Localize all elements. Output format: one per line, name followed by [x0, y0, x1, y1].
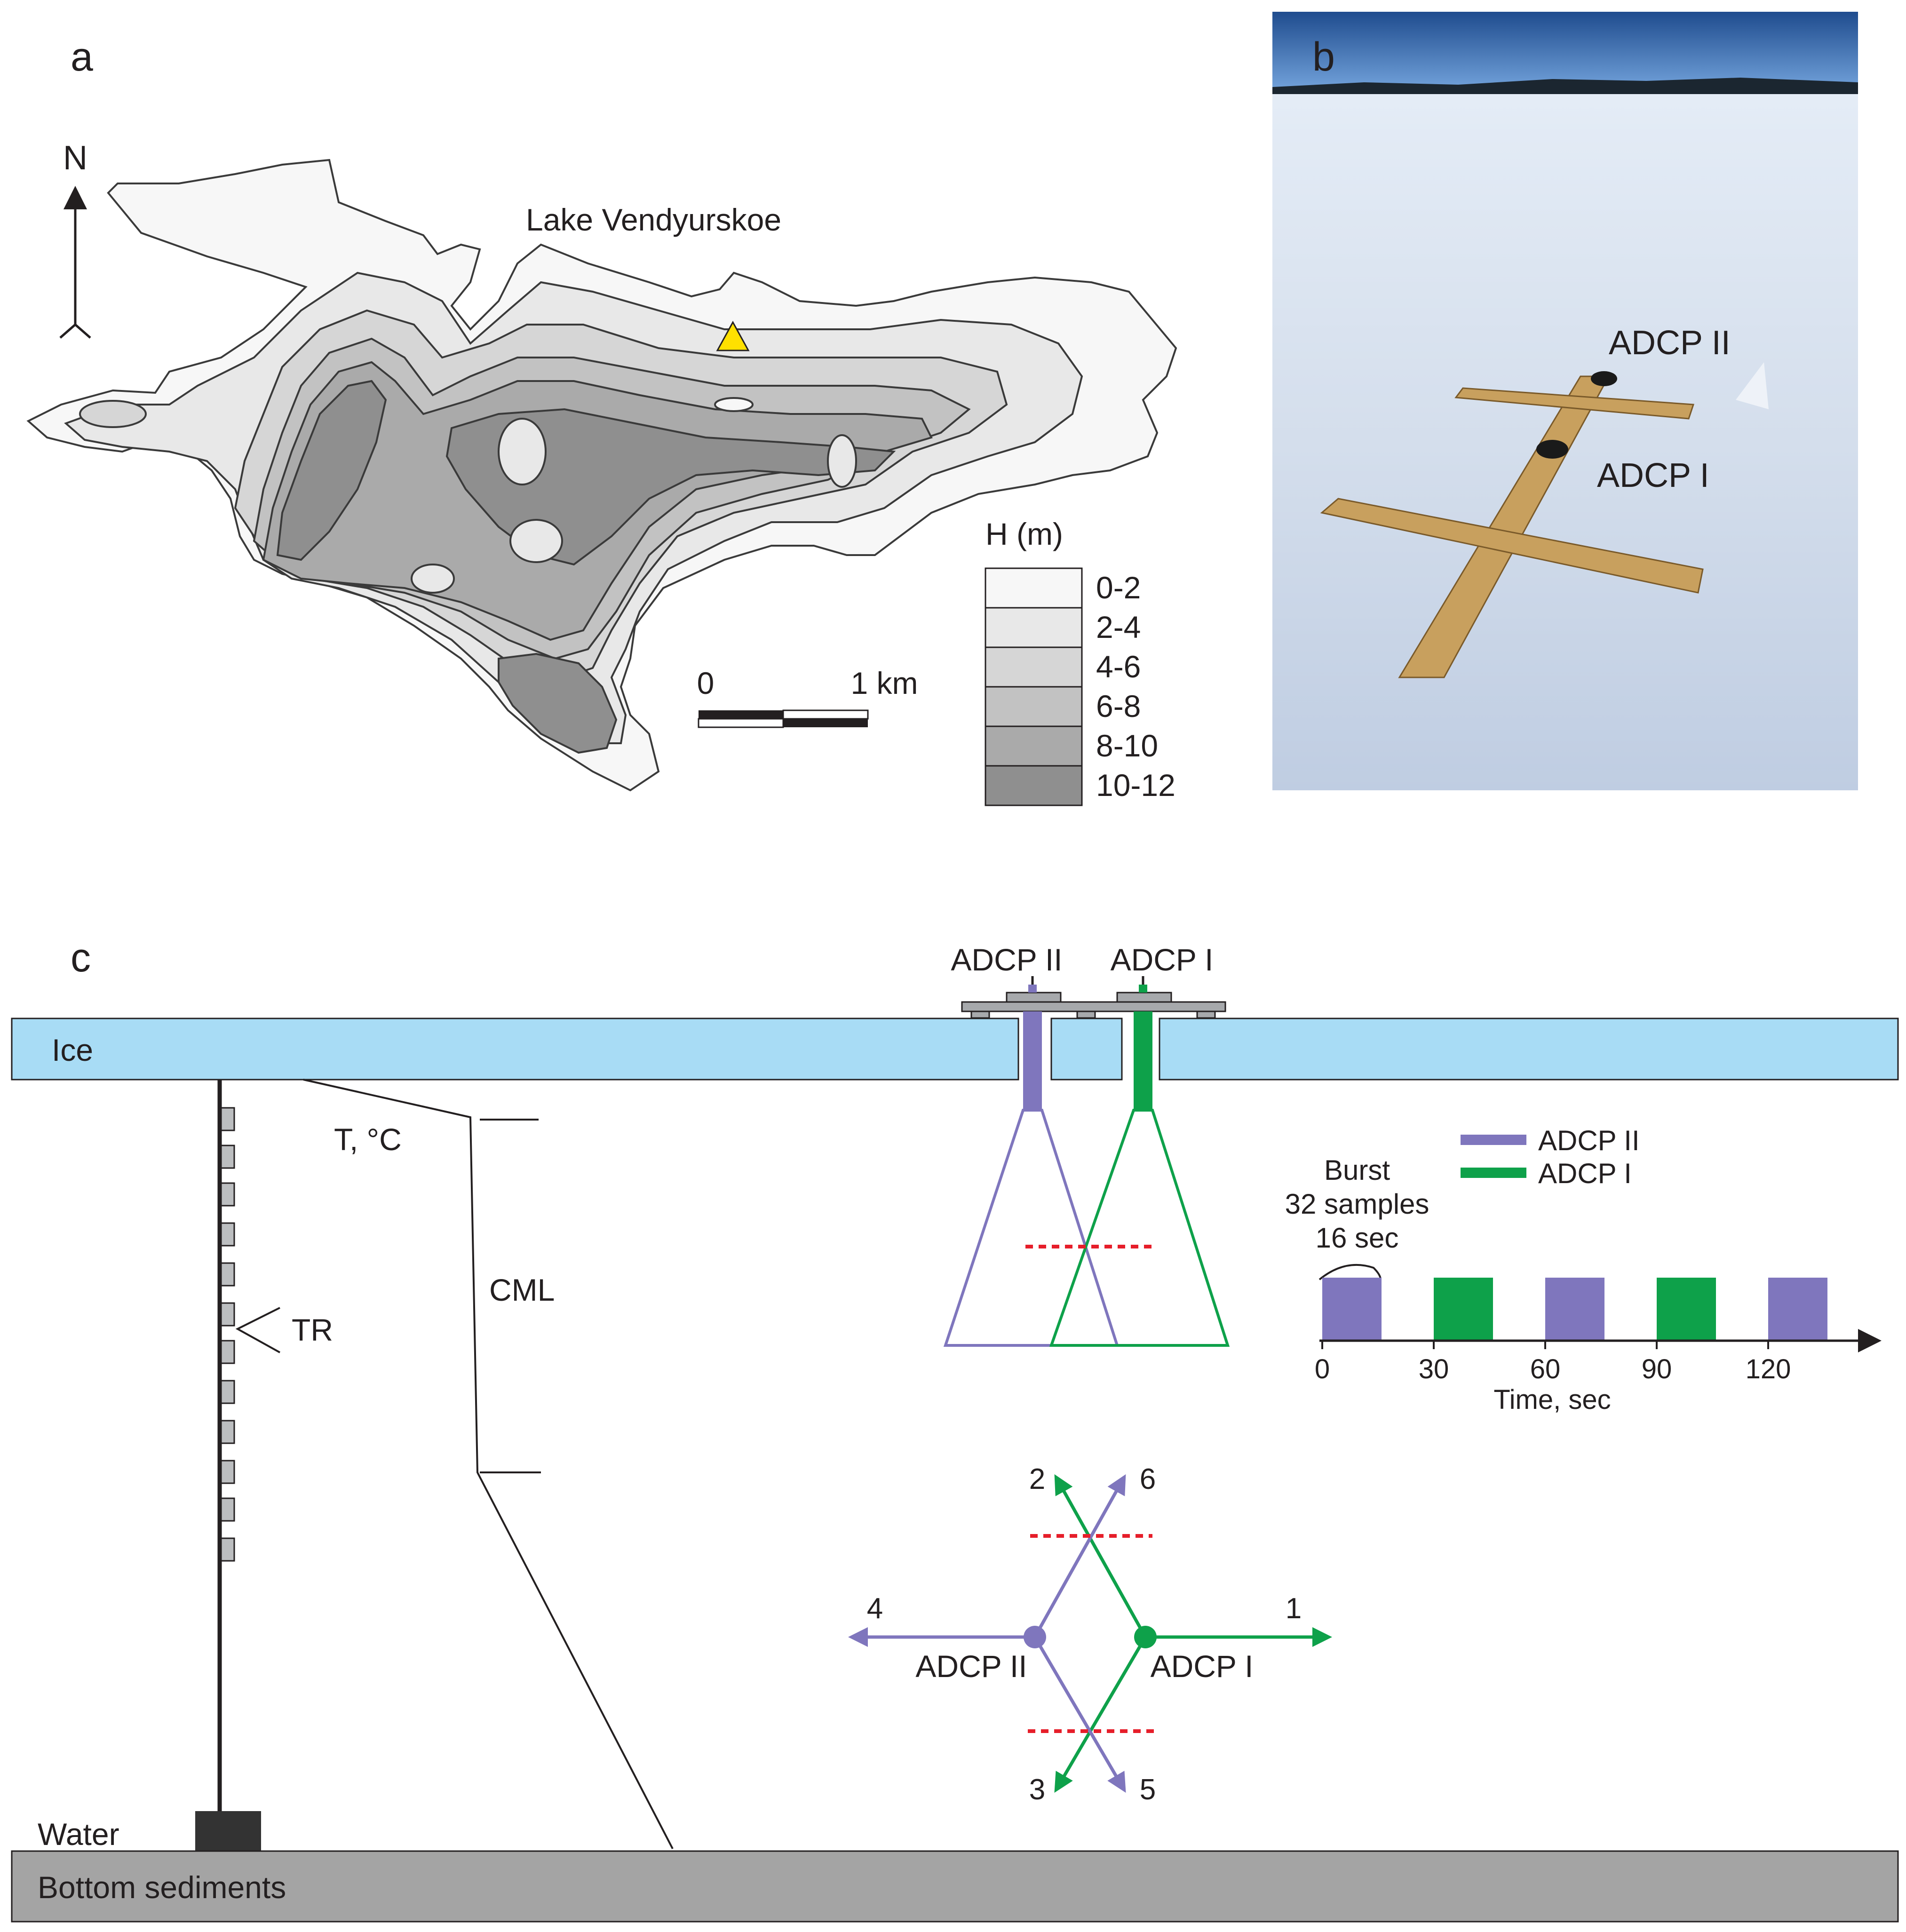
scale-bar [698, 709, 869, 728]
thermistors [220, 1107, 235, 1562]
adcp2-position [1024, 1626, 1046, 1648]
scale-end-label: 1 km [850, 666, 918, 700]
shoal [411, 564, 455, 594]
legend-adcp2: ADCP II [1538, 1125, 1640, 1156]
adcp2-instrument [1023, 985, 1042, 1110]
legend-label-2: 4-6 [1096, 649, 1141, 684]
field-photo [1272, 12, 1858, 790]
legend-label-5: 10-12 [1096, 768, 1175, 803]
tr-label: TR [292, 1312, 333, 1347]
beam-3 [1054, 1636, 1147, 1793]
adcp1-label: ADCP I [1111, 942, 1214, 977]
burst-duration-label: 16 sec [1316, 1222, 1399, 1254]
depth-zone-10-12-center [445, 408, 896, 566]
plan-label-adcp1: ADCP I [1151, 1649, 1254, 1684]
temperature-label: T, °C [334, 1122, 402, 1157]
ice-layer [11, 1018, 1899, 1081]
tick-30: 30 [1419, 1354, 1449, 1384]
legend-label-3: 6-8 [1096, 689, 1141, 724]
shoal [509, 519, 563, 563]
burst-bar-adcp2-60 [1545, 1278, 1604, 1341]
legend-swatch-5 [985, 765, 1083, 806]
tick-90: 90 [1642, 1354, 1672, 1384]
legend-swatch-1 [985, 607, 1083, 648]
beam-number-6: 6 [1140, 1463, 1156, 1495]
depth-legend-title: H (m) [985, 517, 1063, 551]
north-label: N [63, 139, 87, 177]
burst-bar-adcp1-90 [1657, 1278, 1716, 1341]
tick-120: 120 [1746, 1354, 1791, 1384]
beam-2 [1054, 1474, 1147, 1638]
burst-span-bracket [1318, 1264, 1382, 1280]
legend-swatch-0 [985, 567, 1083, 609]
legend-label-0: 0-2 [1096, 570, 1141, 605]
beam-5 [1033, 1636, 1126, 1793]
temperature-profile [303, 1079, 674, 1849]
ice-label: Ice [52, 1033, 93, 1067]
site-marker-icon [716, 320, 750, 351]
panel-c-letter: c [71, 935, 91, 980]
depth-zone-southeast-basin [498, 652, 618, 754]
photo-label-adcp1: ADCP I [1597, 457, 1709, 494]
legend-adcp1: ADCP I [1538, 1158, 1632, 1189]
plan-label-adcp2: ADCP II [915, 1649, 1027, 1684]
north-arrow-icon [59, 186, 91, 339]
beam-number-5: 5 [1140, 1773, 1156, 1806]
legend-swatch-2 [985, 646, 1083, 688]
beam-number-3: 3 [1029, 1773, 1045, 1806]
panel-a: a N Lake Vendyurskoe [26, 34, 1177, 806]
panel-a-letter: a [71, 34, 93, 80]
panel-b: b ADCP II ADCP I [1272, 12, 1858, 790]
legend-label-1: 2-4 [1096, 610, 1141, 644]
legend-swatch-3 [985, 686, 1083, 727]
lake-name: Lake Vendyurskoe [526, 202, 781, 237]
adcp1-instrument [1134, 985, 1152, 1110]
legend-label-4: 8-10 [1096, 728, 1158, 763]
tick-60: 60 [1530, 1354, 1561, 1384]
bottom-sediments [11, 1850, 1899, 1923]
scale-start-label: 0 [697, 666, 715, 700]
panel-c: c Ice ADCP II [11, 935, 1899, 1923]
photo-label-adcp2: ADCP II [1609, 324, 1731, 362]
burst-bars [1322, 1278, 1827, 1341]
sediment-label: Bottom sediments [38, 1870, 286, 1905]
beam-number-1: 1 [1286, 1592, 1302, 1625]
water-label: Water [38, 1817, 119, 1852]
burst-bar-adcp1-30 [1434, 1278, 1493, 1341]
lake-map [26, 159, 1177, 792]
beam-geometry [848, 1474, 1332, 1793]
panel-b-letter: b [1312, 34, 1335, 80]
tick-0: 0 [1315, 1354, 1330, 1384]
tr-callout [235, 1307, 280, 1353]
time-axis-label: Time, sec [1493, 1384, 1611, 1415]
shoal [714, 397, 754, 412]
shoal [498, 418, 547, 485]
beam-number-2: 2 [1029, 1463, 1045, 1495]
adcp2-label: ADCP II [951, 942, 1062, 977]
depth-legend: 0-2 2-4 4-6 6-8 8-10 10-12 [985, 567, 1175, 806]
depth-zone-10-12 [276, 380, 387, 561]
burst-bar-adcp2-120 [1768, 1278, 1827, 1341]
mounting-plate [961, 992, 1226, 1019]
thermistor-chain [195, 1080, 261, 1851]
legend-swatch-4 [985, 725, 1083, 767]
burst-samples-label: 32 samples [1285, 1188, 1430, 1220]
burst-bar-adcp2-0 [1322, 1278, 1382, 1341]
beam-number-4: 4 [867, 1592, 883, 1625]
cml-label: CML [489, 1272, 555, 1307]
beam-6 [1033, 1474, 1126, 1638]
adcp1-beam-cone [1049, 1109, 1230, 1347]
adcp1-position [1134, 1626, 1157, 1648]
shoal [827, 434, 857, 488]
sampling-legend: ADCP II ADCP I [1461, 1125, 1640, 1189]
time-ticks [1321, 1341, 1769, 1349]
shoal [79, 400, 147, 428]
burst-label: Burst [1324, 1154, 1390, 1186]
